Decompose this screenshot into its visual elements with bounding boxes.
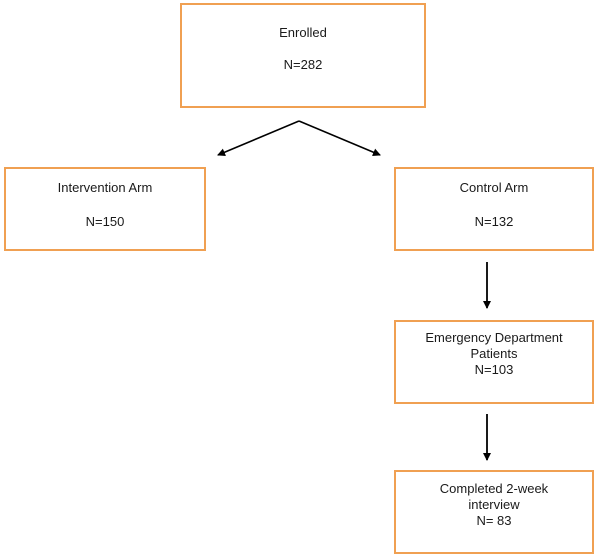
enrolled-count: N=282: [283, 57, 323, 72]
completed-count: N= 83: [476, 513, 512, 528]
arrow-to-intervention: [217, 120, 300, 156]
enrolled-label: Enrolled: [279, 25, 327, 40]
completed-label-line2: interview: [468, 497, 520, 512]
completed-interview-box: Completed 2-week interview N= 83: [394, 470, 594, 554]
intervention-arm-count: N=150: [85, 214, 125, 229]
completed-label-line1: Completed 2-week: [439, 481, 549, 496]
intervention-arm-label: Intervention Arm: [57, 180, 153, 195]
ed-patients-label-line1: Emergency Department: [425, 330, 563, 345]
intervention-arm-box: Intervention Arm N=150: [4, 167, 206, 251]
ed-patients-box: Emergency Department Patients N=103: [394, 320, 594, 404]
arrow-to-control: [298, 120, 381, 156]
control-arm-box: Control Arm N=132: [394, 167, 594, 251]
control-arm-count: N=132: [474, 214, 514, 229]
ed-patients-count: N=103: [474, 362, 514, 377]
ed-patients-label-line2: Patients: [470, 346, 518, 361]
control-arm-label: Control Arm: [459, 180, 529, 195]
enrolled-box: Enrolled N=282: [180, 3, 426, 108]
